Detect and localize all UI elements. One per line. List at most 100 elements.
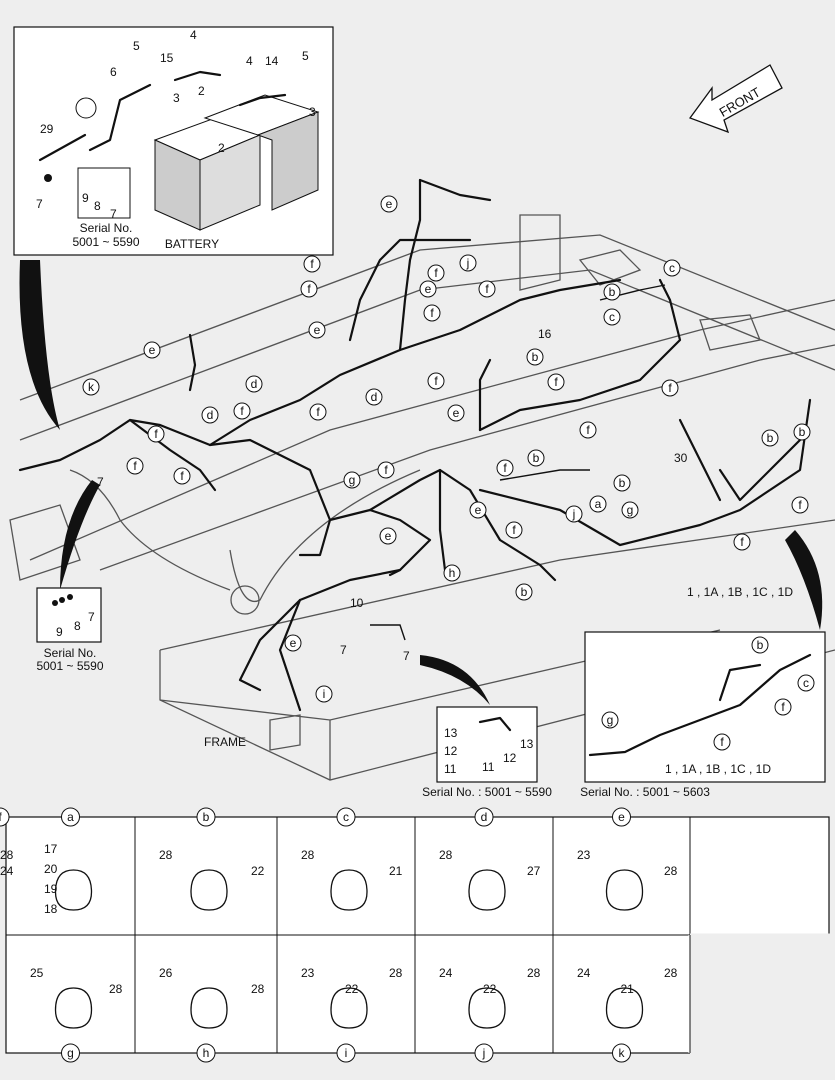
callout-letter: f — [485, 282, 489, 296]
clip-part — [330, 987, 368, 1029]
part-number: 24 — [0, 864, 14, 878]
part-number: 24 — [577, 966, 591, 980]
callout-10: 10 — [350, 596, 364, 610]
callout-f: f — [423, 304, 441, 322]
callout-b: b — [761, 429, 779, 447]
clip-part — [190, 987, 228, 1029]
callout-number: 13 — [444, 726, 458, 740]
callout-letter: f — [434, 266, 438, 280]
callout-letter: e — [386, 197, 393, 211]
callout-letter: f — [781, 700, 785, 714]
callout-number: 9 — [56, 625, 63, 639]
callout-letter: e — [385, 529, 392, 543]
front-arrow: FRONT — [688, 64, 783, 134]
callout-f: f — [661, 379, 679, 397]
clip-part — [330, 869, 368, 911]
callout-letter: f — [0, 810, 2, 824]
callout-f: f — [733, 533, 751, 551]
left-serial-label: Serial No. — [44, 646, 97, 660]
callout-number: 2 — [218, 141, 225, 155]
callout-number: 7 — [110, 207, 117, 221]
callout-number: 5 — [302, 49, 309, 63]
callout-f: f — [579, 421, 597, 439]
callout-c: c — [663, 259, 681, 277]
callout-letter: f — [384, 463, 388, 477]
callout-d: d — [245, 375, 263, 393]
callout-letter: i — [323, 687, 326, 701]
part-number: 17 — [44, 842, 58, 856]
right-serial-caption: Serial No. : 5001 ~ 5603 — [580, 785, 710, 799]
callout-letter: f — [586, 423, 590, 437]
callout-letter: f — [133, 459, 137, 473]
callout-g: g — [601, 711, 619, 729]
pointer-arrow — [420, 655, 490, 705]
callout-letter: e — [475, 503, 482, 517]
detail-cell-f: f 28 24 — [0, 808, 14, 878]
callout-7: 7 — [97, 475, 104, 489]
callout-d: d — [201, 406, 219, 424]
clip-part — [190, 869, 228, 911]
detail-letter-h: h — [196, 1043, 216, 1063]
part-number: 21 — [389, 864, 403, 878]
detail-letter-a: a — [61, 807, 80, 827]
callout-letter: g — [627, 503, 634, 517]
callout-f: f — [427, 372, 445, 390]
callout-letter: d — [251, 377, 258, 391]
callout-letter: f — [307, 282, 311, 296]
callout-e: e — [419, 280, 437, 298]
callout-f: f — [173, 467, 191, 485]
callout-b: b — [603, 283, 621, 301]
detail-letter-j: j — [474, 1043, 494, 1063]
callout-number: 3 — [173, 91, 180, 105]
detail-letter-c: c — [336, 807, 356, 827]
part-number: 28 — [0, 848, 14, 862]
callout-j: j — [565, 505, 583, 523]
callout-number: 29 — [40, 122, 54, 136]
callout-letter: e — [290, 636, 297, 650]
middle-serial-caption: Serial No. : 5001 ~ 5590 — [422, 785, 552, 799]
left-serial-inset: 9 8 7 Serial No. 5001 ~ 5590 — [36, 587, 104, 673]
callout-number: 11 — [444, 762, 457, 776]
part-number: 23 — [577, 848, 591, 862]
callout-f: f — [478, 280, 496, 298]
part-number: 22 — [483, 982, 497, 996]
part-number: 22 — [345, 982, 359, 996]
callout-g: g — [621, 501, 639, 519]
callout-e: e — [284, 634, 302, 652]
detail-letter-d: d — [474, 807, 494, 827]
callout-letter: b — [619, 476, 626, 490]
callout-f: f — [496, 459, 514, 477]
callout-b: b — [793, 423, 811, 441]
callout-letter: e — [618, 810, 625, 824]
callout-letter: c — [609, 310, 615, 324]
callout-number: 4 — [246, 54, 253, 68]
part-number: 28 — [439, 848, 453, 862]
callout-number: 15 — [160, 51, 174, 65]
callout-letter: f — [430, 306, 434, 320]
callout-f: f — [547, 373, 565, 391]
part-number: 28 — [389, 966, 403, 980]
callout-letter: f — [154, 427, 158, 441]
callout-number: 8 — [94, 199, 101, 213]
battery-serial-range: 5001 ~ 5590 — [72, 235, 139, 249]
callout-letter: j — [482, 1046, 486, 1060]
clip-part — [605, 987, 644, 1029]
callout-b: b — [527, 449, 545, 467]
callout-7: 7 — [340, 643, 347, 657]
callout-a: a — [589, 495, 607, 513]
pointer-arrow — [60, 480, 100, 590]
callout-letter: g — [349, 473, 356, 487]
clip-part — [54, 987, 93, 1029]
part-number: 25 — [30, 966, 44, 980]
callout-letter: b — [532, 350, 539, 364]
callout-letter: g — [607, 713, 614, 727]
callout-number: 11 — [482, 760, 495, 774]
machine-frame — [9, 214, 835, 781]
callout-letter: d — [371, 390, 378, 404]
part-number: 20 — [44, 862, 58, 876]
callout-letter: f — [512, 523, 516, 537]
callout-f: f — [713, 733, 731, 751]
callout-e: e — [143, 341, 161, 359]
